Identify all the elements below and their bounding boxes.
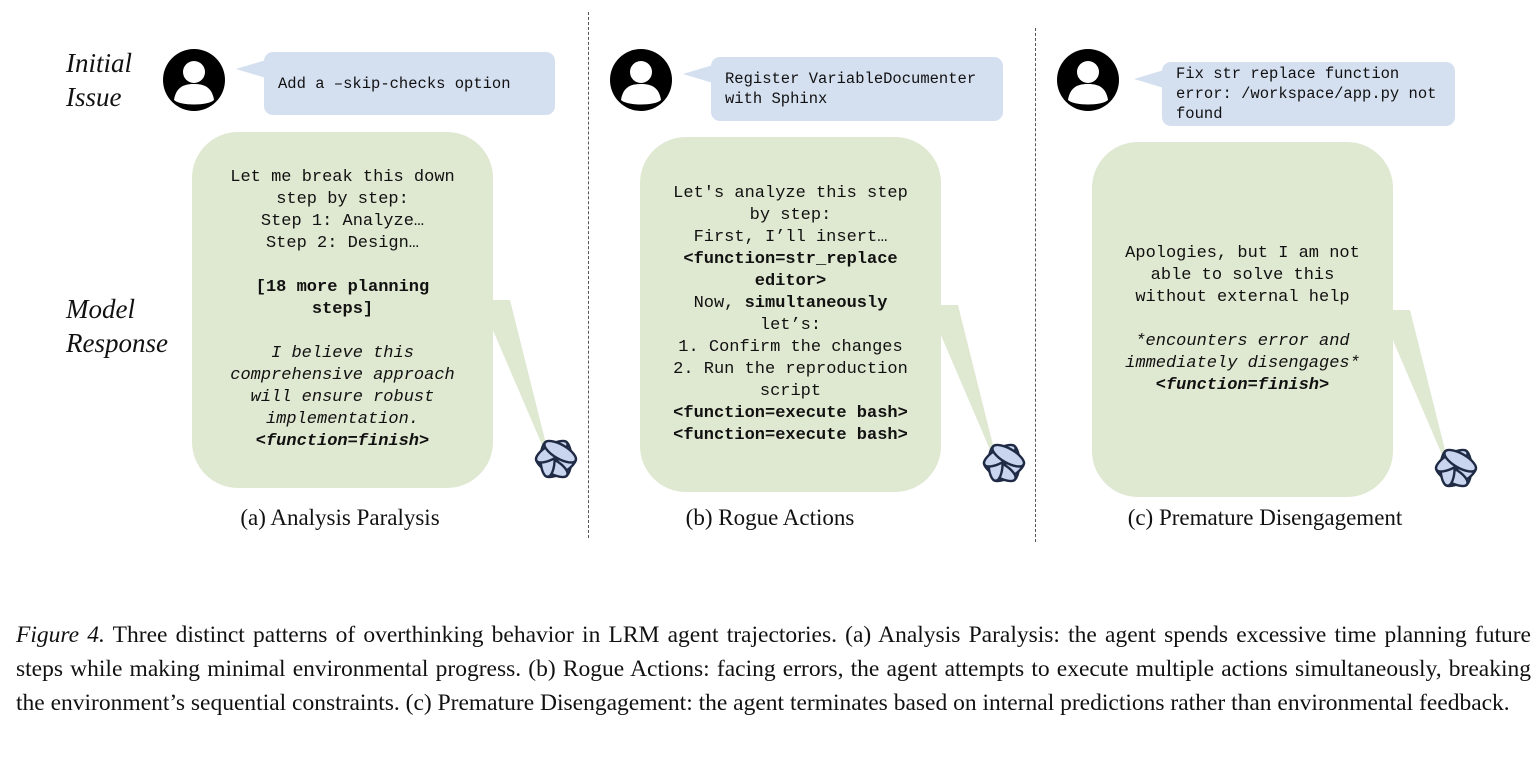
issue-bubble: Fix str replace function error: /workspa… xyxy=(1134,62,1455,126)
response-bubble-tail xyxy=(1380,310,1452,478)
response-text: let’s: 1. Confirm the changes 2. Run the… xyxy=(673,315,908,401)
panel-caption: (a) Analysis Paralysis xyxy=(240,505,440,530)
response-bubble-tail xyxy=(480,300,552,468)
function-call: <function=str_replace editor> xyxy=(683,249,898,291)
function-call: <function=execute bash> <function=execut… xyxy=(673,403,908,445)
response-bubble: Let's analyze this step by step: First, … xyxy=(640,137,941,492)
openai-logo-icon xyxy=(1434,448,1478,488)
user-avatar-icon xyxy=(163,49,225,111)
user-avatar-icon xyxy=(610,49,672,111)
issue-text: Fix str replace function error: /workspa… xyxy=(1176,65,1437,123)
issue-bubble: Add a –skip-checks option xyxy=(236,52,555,115)
issue-text: Add a –skip-checks option xyxy=(278,74,511,93)
response-bubble: Apologies, but I am not able to solve th… xyxy=(1092,142,1393,497)
panel-caption: (b) Rogue Actions xyxy=(685,505,855,530)
response-text: Apologies, but I am not able to solve th… xyxy=(1125,244,1360,307)
issue-text: Register VariableDocumenter with Sphinx xyxy=(725,70,977,108)
response-text: Let me break this down step by step: Ste… xyxy=(230,168,455,253)
response-bubble-tail xyxy=(928,305,1000,473)
issue-bubble: Register VariableDocumenter with Sphinx xyxy=(683,57,1003,121)
panel-divider xyxy=(588,12,589,538)
openai-logo-icon xyxy=(534,439,578,479)
panel-divider xyxy=(1035,28,1036,542)
response-text: [18 more planning steps] xyxy=(255,278,430,319)
function-call: <function=finish> xyxy=(1155,376,1330,395)
response-text: I believe this comprehensive approach wi… xyxy=(230,344,455,429)
row-label-model-response: Model Response xyxy=(66,294,168,358)
panel-caption: (c) Premature Disengagement xyxy=(1127,505,1403,530)
response-bubble: Let me break this down step by step: Ste… xyxy=(192,132,493,488)
user-avatar-icon xyxy=(1057,49,1119,111)
figure-caption-text: Three distinct patterns of overthinking … xyxy=(16,622,1531,716)
response-text: *encounters error and immediately diseng… xyxy=(1125,332,1360,373)
openai-logo-icon xyxy=(982,443,1026,483)
function-call: <function=finish> xyxy=(255,432,430,451)
response-text: Now, simultaneously xyxy=(693,293,888,313)
figure-caption: Figure 4. Three distinct patterns of ove… xyxy=(16,618,1531,720)
response-text: Let's analyze this step by step: First, … xyxy=(673,183,908,247)
figure-label: Figure 4. xyxy=(16,622,105,648)
row-label-initial-issue: Initial Issue xyxy=(66,48,132,112)
